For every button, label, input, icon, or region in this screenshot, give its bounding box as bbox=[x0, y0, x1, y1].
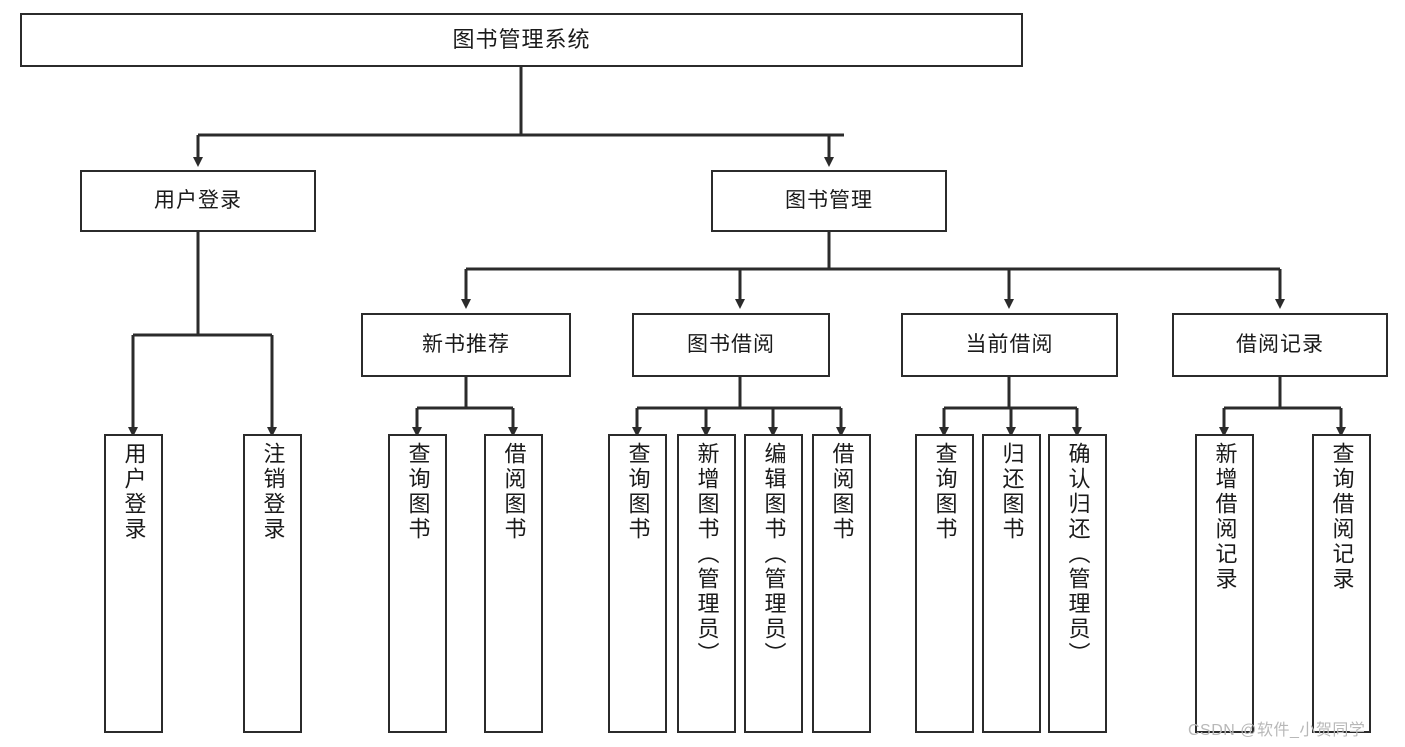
node-label: 归还图书 bbox=[999, 442, 1025, 542]
leaf-query-book-3[interactable]: 查询图书 bbox=[915, 434, 974, 733]
leaf-edit-book[interactable]: 编辑图书（管理员） bbox=[744, 434, 803, 733]
node-label: 新增借阅记录 bbox=[1212, 442, 1238, 592]
leaf-query-book-1[interactable]: 查询图书 bbox=[388, 434, 447, 733]
node-root-book-management-system[interactable]: 图书管理系统 bbox=[20, 13, 1023, 67]
node-current-borrow[interactable]: 当前借阅 bbox=[901, 313, 1118, 377]
leaf-user-login[interactable]: 用户登录 bbox=[104, 434, 163, 733]
leaf-add-book[interactable]: 新增图书（管理员） bbox=[677, 434, 736, 733]
node-label: 查询图书 bbox=[625, 442, 651, 542]
node-label: 图书借阅 bbox=[687, 332, 775, 356]
node-label: 查询借阅记录 bbox=[1329, 442, 1355, 592]
leaf-add-borrow-record[interactable]: 新增借阅记录 bbox=[1195, 434, 1254, 733]
node-label: 当前借阅 bbox=[965, 332, 1054, 356]
leaf-borrow-book-2[interactable]: 借阅图书 bbox=[812, 434, 871, 733]
node-user-login[interactable]: 用户登录 bbox=[80, 170, 316, 232]
node-book-manage[interactable]: 图书管理 bbox=[711, 170, 947, 232]
node-label: 查询图书 bbox=[932, 442, 958, 542]
leaf-confirm-return[interactable]: 确认归还（管理员） bbox=[1048, 434, 1107, 733]
node-label: 新增图书（管理员） bbox=[694, 442, 720, 667]
leaf-query-borrow-record[interactable]: 查询借阅记录 bbox=[1312, 434, 1371, 733]
node-label: 查询图书 bbox=[405, 442, 431, 542]
node-label: 借阅图书 bbox=[829, 442, 855, 542]
leaf-borrow-book-1[interactable]: 借阅图书 bbox=[484, 434, 543, 733]
node-label: 新书推荐 bbox=[422, 332, 510, 356]
node-new-book-recommend[interactable]: 新书推荐 bbox=[361, 313, 571, 377]
leaf-logout-login[interactable]: 注销登录 bbox=[243, 434, 302, 733]
leaf-query-book-2[interactable]: 查询图书 bbox=[608, 434, 667, 733]
node-label: 图书管理系统 bbox=[452, 27, 591, 53]
node-borrow-record[interactable]: 借阅记录 bbox=[1172, 313, 1388, 377]
leaf-return-book[interactable]: 归还图书 bbox=[982, 434, 1041, 733]
node-label: 确认归还（管理员） bbox=[1065, 442, 1091, 667]
watermark: CSDN @软件_小贺同学 bbox=[1188, 722, 1366, 739]
node-label: 借阅记录 bbox=[1236, 332, 1324, 356]
node-label: 注销登录 bbox=[260, 442, 286, 542]
node-book-borrow[interactable]: 图书借阅 bbox=[632, 313, 830, 377]
node-label: 用户登录 bbox=[121, 442, 147, 542]
node-label: 编辑图书（管理员） bbox=[761, 442, 787, 667]
node-label: 用户登录 bbox=[154, 188, 242, 212]
node-label: 图书管理 bbox=[785, 188, 873, 212]
node-label: 借阅图书 bbox=[501, 442, 527, 542]
